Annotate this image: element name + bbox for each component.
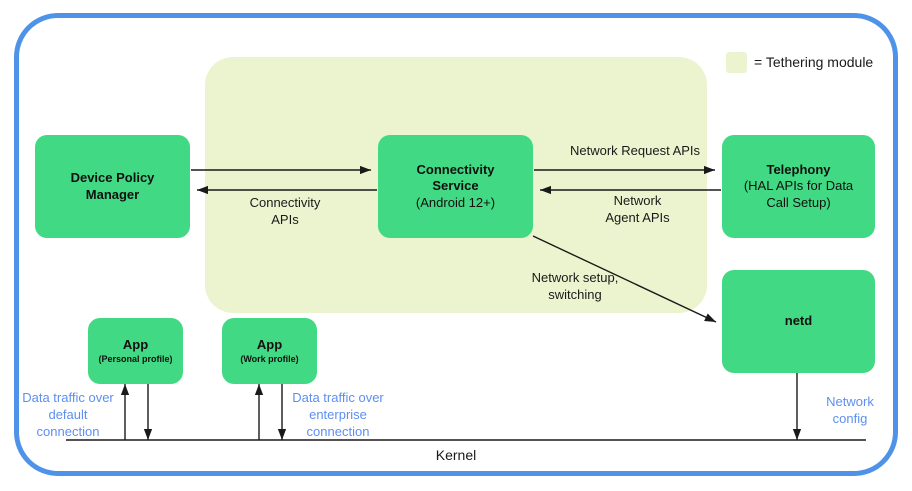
device-boundary-frame <box>14 13 898 476</box>
node-title: Device Policy <box>70 170 155 186</box>
node-app-work-profile[interactable]: App (Work profile) <box>222 318 317 384</box>
node-netd[interactable]: netd <box>722 270 875 373</box>
node-title: Connectivity <box>416 162 495 178</box>
edge-label-data-traffic-default: Data traffic over default connection <box>22 390 114 439</box>
node-title: App <box>256 337 283 353</box>
node-telephony[interactable]: Telephony (HAL APIs for Data Call Setup) <box>722 135 875 238</box>
node-title: netd <box>784 313 813 329</box>
kernel-label: Kernel <box>435 447 477 463</box>
node-title-line2: Manager <box>85 186 140 202</box>
node-subtitle: (Personal profile) <box>98 353 173 364</box>
edge-label-network-setup-switching: Network setup, switching <box>531 270 619 302</box>
node-subtitle: (Android 12+) <box>415 194 496 210</box>
legend-label: = Tethering module <box>754 54 874 70</box>
node-app-personal-profile[interactable]: App (Personal profile) <box>88 318 183 384</box>
edge-label-network-agent-apis: Network Agent APIs <box>605 193 670 225</box>
edge-label-network-request-apis: Network Request APIs <box>569 143 701 158</box>
legend-swatch <box>726 52 747 73</box>
node-title-line2: Service <box>432 178 479 194</box>
node-subtitle: (Work profile) <box>240 353 299 364</box>
edge-label-network-config: Network config <box>826 394 874 426</box>
node-title: App <box>122 337 149 353</box>
edge-label-data-traffic-enterprise: Data traffic over enterprise connection <box>292 390 384 439</box>
node-subtitle: (HAL APIs for Data Call Setup) <box>743 178 854 210</box>
edge-label-connectivity-apis: Connectivity APIs <box>249 195 321 227</box>
node-title: Telephony <box>766 162 831 178</box>
node-connectivity-service[interactable]: Connectivity Service (Android 12+) <box>378 135 533 238</box>
node-device-policy-manager[interactable]: Device Policy Manager <box>35 135 190 238</box>
